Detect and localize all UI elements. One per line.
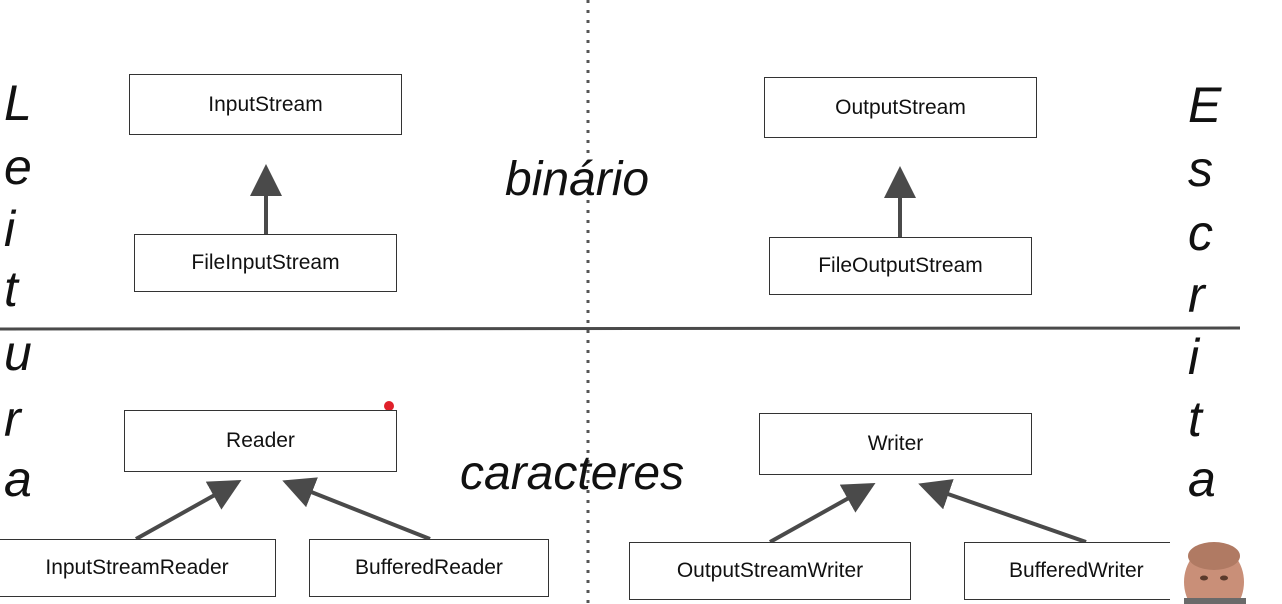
class-box-inputstream: InputStream <box>129 74 402 135</box>
arrow-bufferedwriter-to-writer <box>918 479 1087 544</box>
right-title-letter: E <box>1188 77 1222 133</box>
right-title-letter: c <box>1188 205 1213 261</box>
left-title-letter: t <box>4 261 18 317</box>
class-box-bufferedwriter: BufferedWriter <box>964 542 1208 600</box>
horizontal-divider <box>0 326 1241 331</box>
left-title-letter: L <box>4 75 32 131</box>
class-box-inputstreamreader: InputStreamReader <box>0 539 276 597</box>
class-box-outputstreamwriter: OutputStreamWriter <box>629 542 911 600</box>
class-label: OutputStreamWriter <box>676 559 864 582</box>
class-box-outputstream: OutputStream <box>764 77 1037 138</box>
class-label: BufferedWriter <box>1009 559 1144 582</box>
left-title-letter: i <box>4 201 16 257</box>
arrow-outputstreamwriter-to-writer <box>769 483 876 544</box>
left-title-letter: u <box>4 325 32 381</box>
right-title-letter: s <box>1188 141 1213 197</box>
left-title-letter: e <box>4 139 32 195</box>
class-label: InputStreamReader <box>45 556 229 579</box>
section-label-characters: caracteres <box>460 447 685 500</box>
left-title-letter: a <box>4 451 32 507</box>
class-label: Writer <box>867 432 924 455</box>
class-box-fileoutputstream: FileOutputStream <box>769 237 1032 295</box>
laser-pointer-dot <box>384 401 394 411</box>
class-label: FileOutputStream <box>818 254 983 277</box>
left-title-letter: r <box>4 391 21 447</box>
right-title-letter: i <box>1188 329 1200 385</box>
class-box-reader: Reader <box>124 410 397 472</box>
class-label: Reader <box>226 429 295 452</box>
class-label: FileInputStream <box>191 251 340 274</box>
arrow-bufferedreader-to-reader <box>282 477 431 541</box>
class-box-bufferedreader: BufferedReader <box>309 539 549 597</box>
right-title-letter: t <box>1188 391 1202 447</box>
right-title-letter: r <box>1188 267 1205 323</box>
class-label: InputStream <box>208 92 323 116</box>
arrow-inputstreamreader-to-reader <box>135 480 242 541</box>
class-box-fileinputstream: FileInputStream <box>134 234 397 292</box>
class-box-writer: Writer <box>759 413 1032 475</box>
class-label: OutputStream <box>835 95 966 119</box>
class-label: BufferedReader <box>355 556 503 579</box>
presenter-webcam-thumbnail <box>1170 542 1250 604</box>
section-label-binary: binário <box>505 153 650 206</box>
right-title-letter: a <box>1188 451 1216 507</box>
